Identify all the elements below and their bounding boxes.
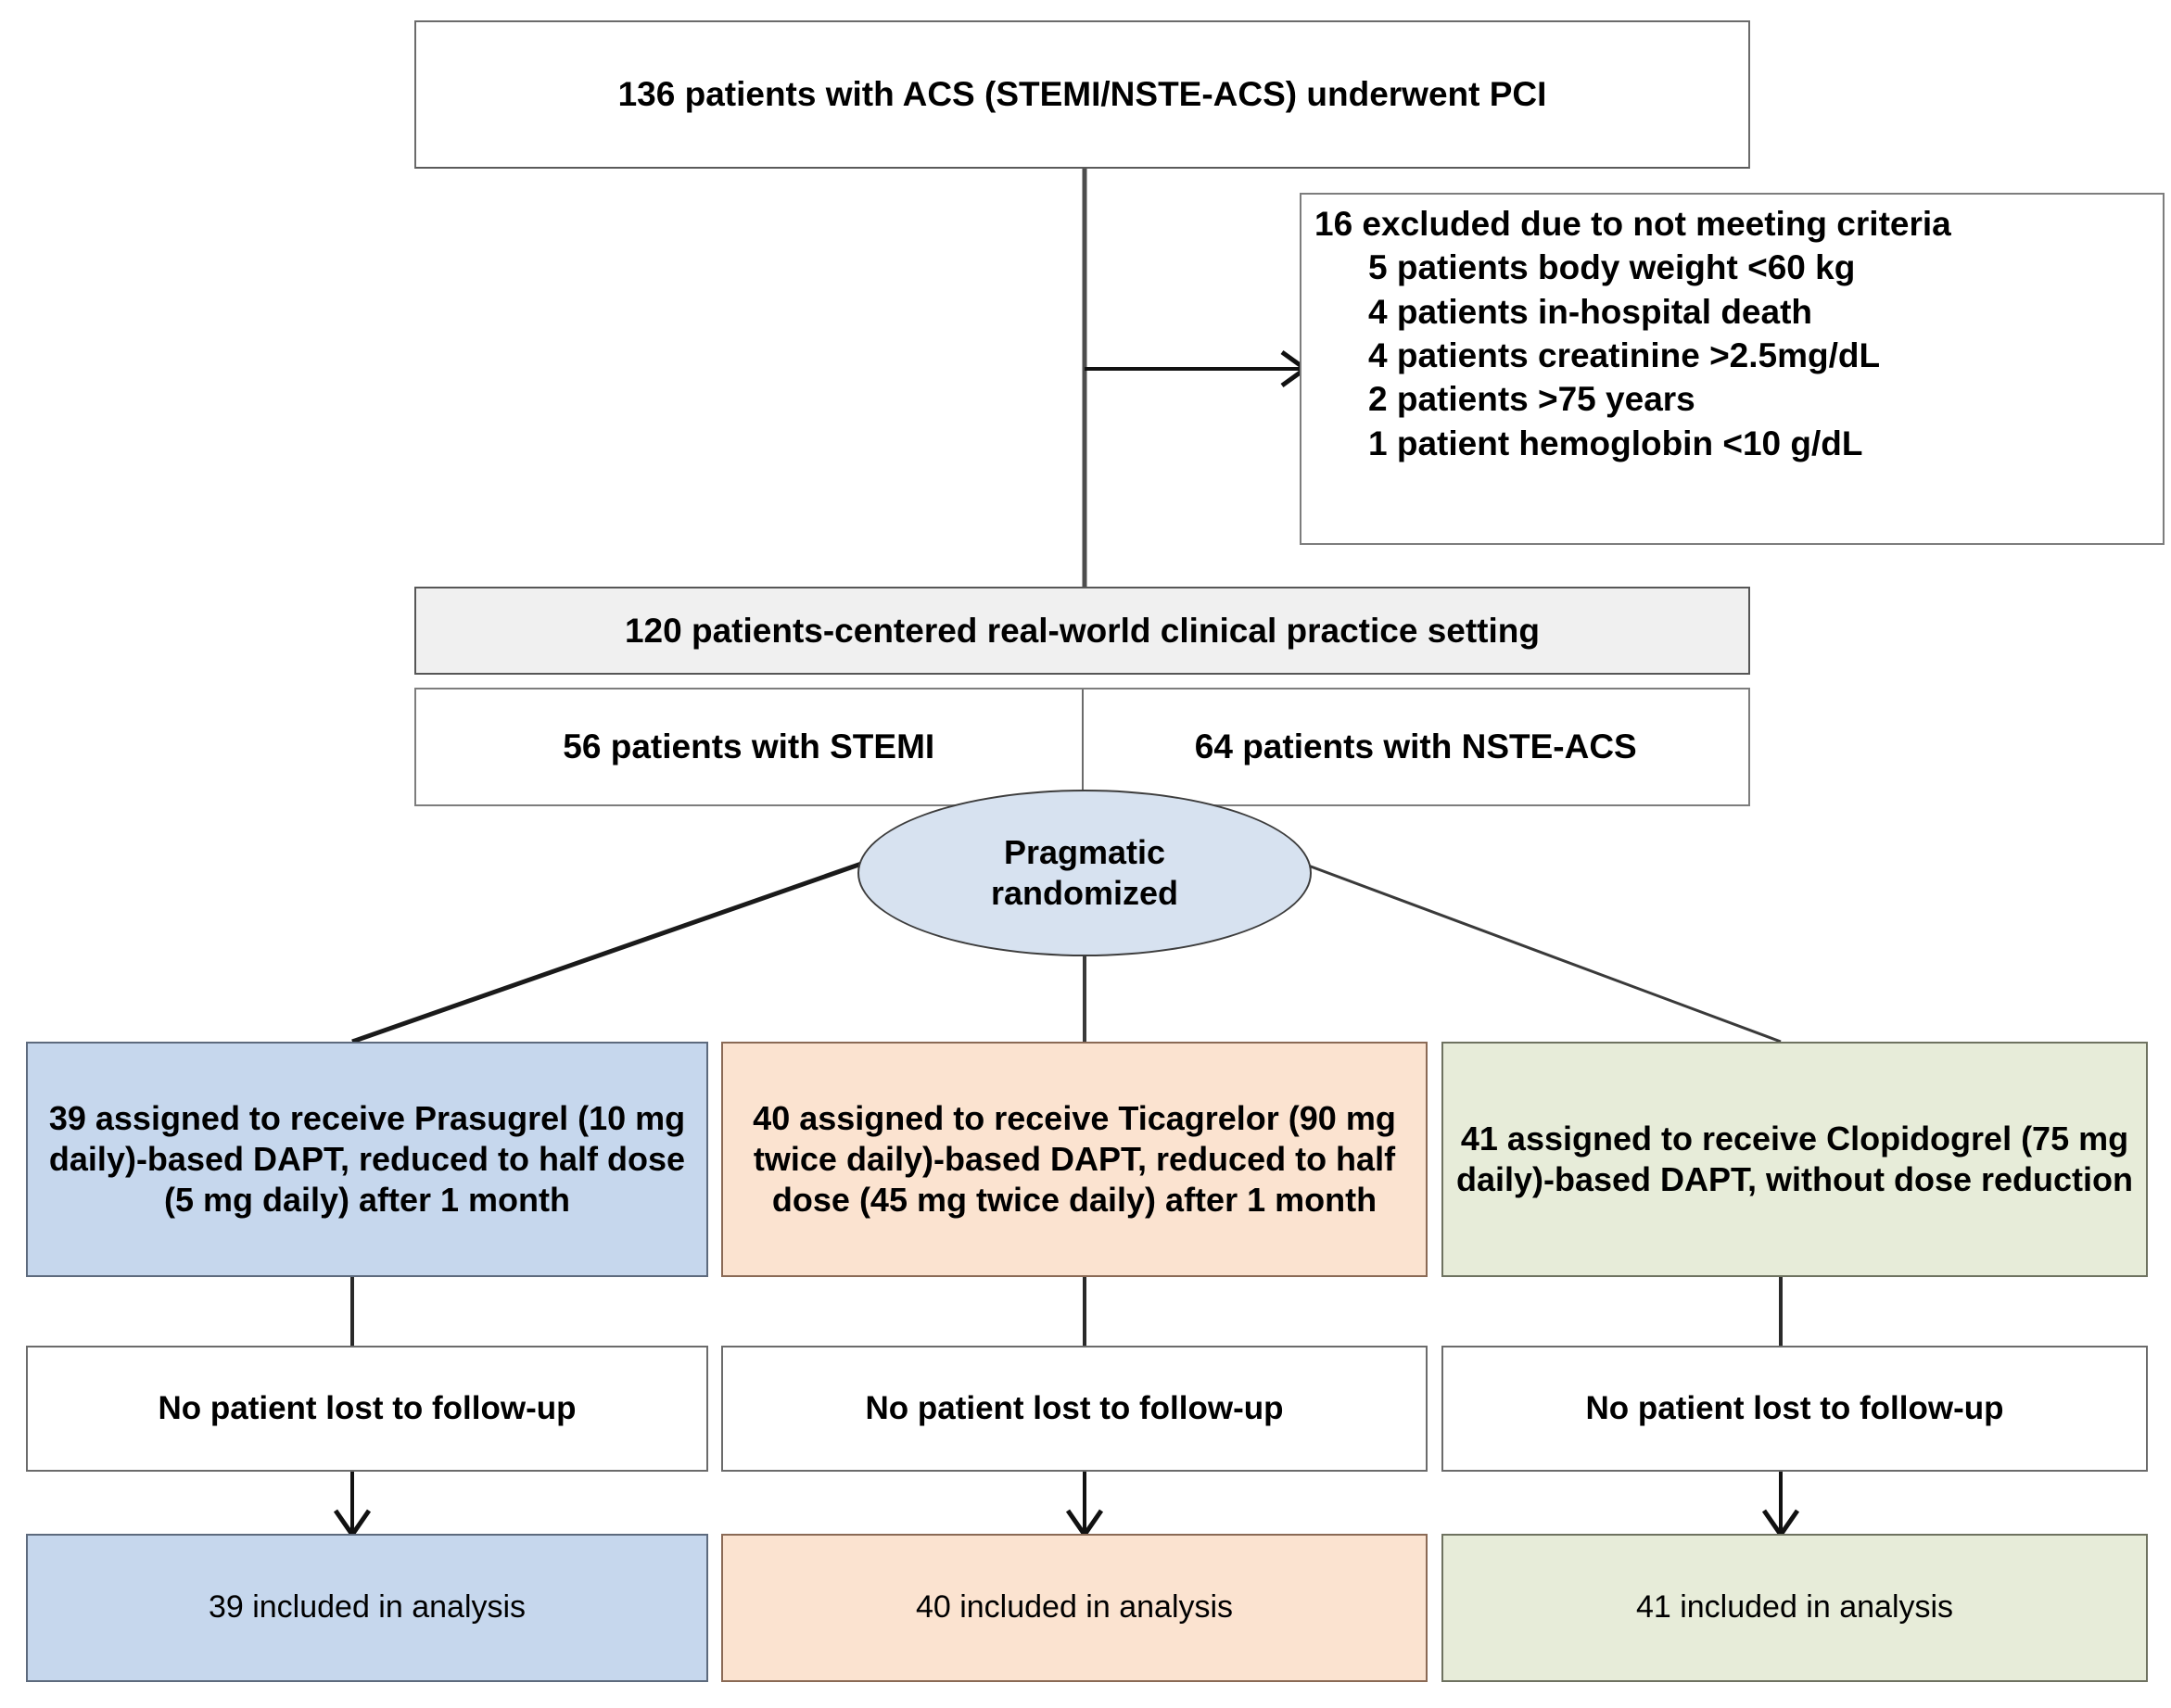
arm-followup-label: No patient lost to follow-up xyxy=(1585,1389,2004,1426)
excluded-reason-item: 4 patients creatinine >2.5mg/dL xyxy=(1368,336,1881,375)
arm-followup-box-prasugrel: No patient lost to follow-up xyxy=(26,1346,708,1472)
stemi-count-label: 56 patients with STEMI xyxy=(563,727,935,766)
diagnosis-split-row: 56 patients with STEMI 64 patients with … xyxy=(414,688,1750,806)
arm-followup-box-ticagrelor: No patient lost to follow-up xyxy=(721,1346,1428,1472)
arm-followup-box-clopidogrel: No patient lost to follow-up xyxy=(1441,1346,2148,1472)
arm-analysis-label: 40 included in analysis xyxy=(915,1589,1234,1626)
arm-assignment-box-clopidogrel: 41 assigned to receive Clopidogrel (75 m… xyxy=(1441,1042,2148,1277)
arm-analysis-box-clopidogrel: 41 included in analysis xyxy=(1441,1534,2148,1682)
randomization-line-2: randomized xyxy=(990,874,1179,912)
arm-analysis-label: 39 included in analysis xyxy=(208,1589,527,1626)
excluded-heading: 16 excluded due to not meeting criteria xyxy=(1314,205,1951,243)
arm-assignment-box-ticagrelor: 40 assigned to receive Ticagrelor (90 mg… xyxy=(721,1042,1428,1277)
enrolled-patients-box: 136 patients with ACS (STEMI/NSTE-ACS) u… xyxy=(414,20,1750,169)
arm-analysis-label: 41 included in analysis xyxy=(1635,1589,1954,1626)
arm-assignment-label: 40 assigned to receive Ticagrelor (90 mg… xyxy=(753,1099,1396,1219)
arm-assignment-box-prasugrel: 39 assigned to receive Prasugrel (10 mg … xyxy=(26,1042,708,1277)
excluded-reason-item: 2 patients >75 years xyxy=(1368,380,1695,419)
randomization-ellipse: Pragmatic randomized xyxy=(857,790,1312,956)
arm-analysis-box-ticagrelor: 40 included in analysis xyxy=(721,1534,1428,1682)
excluded-reason-item: 1 patient hemoglobin <10 g/dL xyxy=(1368,424,1863,462)
enrolled-patients-label: 136 patients with ACS (STEMI/NSTE-ACS) u… xyxy=(617,75,1547,114)
excluded-reason-item: 4 patients in-hospital death xyxy=(1368,292,1812,331)
arm-analysis-box-prasugrel: 39 included in analysis xyxy=(26,1534,708,1682)
excluded-patients-box: 16 excluded due to not meeting criteria … xyxy=(1300,193,2165,545)
split-divider xyxy=(1081,690,1084,804)
arm-assignment-label: 39 assigned to receive Prasugrel (10 mg … xyxy=(48,1099,686,1219)
arm-assignment-label: 41 assigned to receive Clopidogrel (75 m… xyxy=(1455,1120,2134,1198)
excluded-reason-item: 5 patients body weight <60 kg xyxy=(1368,248,1856,287)
cohort-box: 120 patients-centered real-world clinica… xyxy=(414,587,1750,675)
arm-followup-label: No patient lost to follow-up xyxy=(158,1389,577,1426)
cohort-label: 120 patients-centered real-world clinica… xyxy=(624,611,1540,650)
arm-followup-label: No patient lost to follow-up xyxy=(865,1389,1284,1426)
randomization-line-1: Pragmatic xyxy=(1003,833,1166,872)
nsteacs-count-label: 64 patients with NSTE-ACS xyxy=(1194,727,1637,766)
excluded-reason-list: 5 patients body weight <60 kg 4 patients… xyxy=(1314,246,2150,465)
